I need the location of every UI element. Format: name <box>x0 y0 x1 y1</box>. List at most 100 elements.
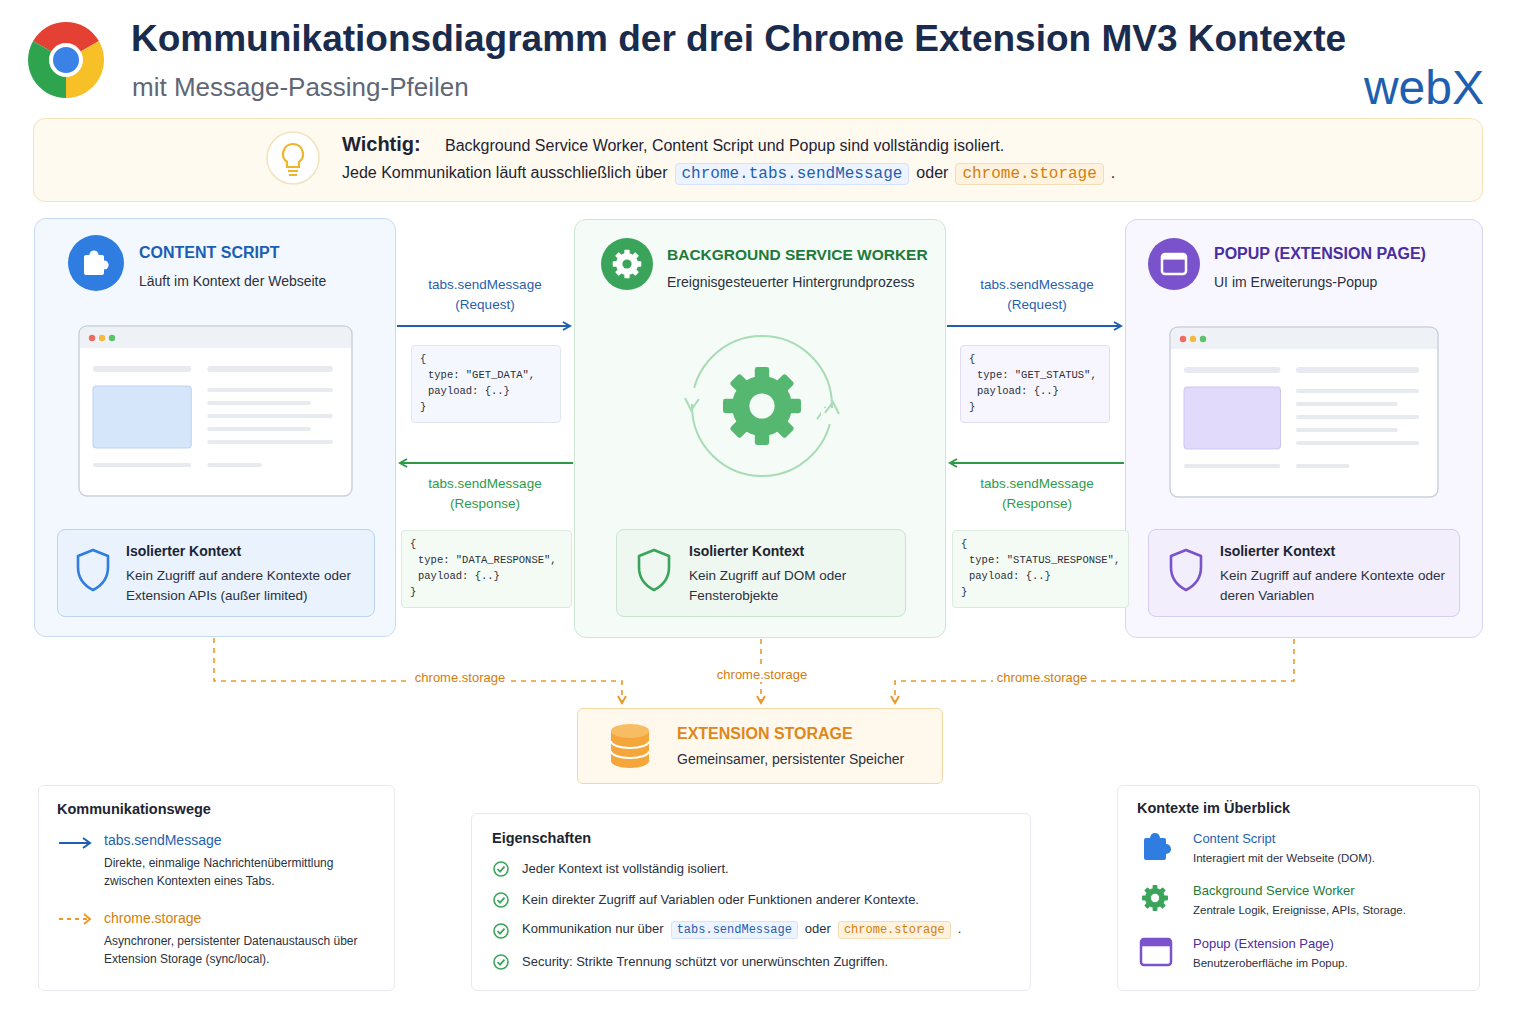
context-panel-illustration-part <box>1296 441 1419 445</box>
text-row: Kontexte im Überblick <box>1137 800 1290 816</box>
node-text: Kommunikation nur über <box>522 921 664 936</box>
node-text: chrome.storage <box>838 921 951 939</box>
node-text: payload: {..} <box>969 569 1051 583</box>
text-row: Direkte, einmalige Nachrichtenübermittlu… <box>104 854 364 890</box>
overview-card-illustration-part <box>1150 833 1160 843</box>
context-panel-illustration-part <box>685 390 831 420</box>
node-text: EXTENSION STORAGE <box>677 725 853 743</box>
context-panel-illustration-part <box>1171 328 1437 349</box>
node-text: Wichtig: <box>342 133 421 156</box>
text-row: type: "GET_STATUS", <box>977 368 1097 382</box>
node-text: Benutzeroberfläche im Popup. <box>1193 957 1348 969</box>
context-panel-illustration-part <box>1162 254 1186 260</box>
context-panel-illustration-part <box>1184 387 1280 449</box>
text-row: POPUP (EXTENSION PAGE) <box>1214 245 1426 263</box>
storage-connector <box>895 639 1294 703</box>
note-box-illustration-part <box>288 171 298 175</box>
legend-card-illustration-part <box>83 838 90 848</box>
edge-label: chrome.storage <box>411 670 509 685</box>
node-text: Kein Zugriff auf andere Kontexte oder de… <box>1220 566 1450 607</box>
text-row: Kein Zugriff auf andere Kontexte oder Ex… <box>126 566 366 607</box>
node-text: . <box>958 921 962 936</box>
properties-card-illustration-part <box>498 929 505 934</box>
node-text: Eigenschaften <box>492 830 591 846</box>
node-text: Direkte, einmalige Nachrichtenübermittlu… <box>104 854 364 890</box>
context-panel-illustration-part <box>1296 367 1419 373</box>
note-box-illustration <box>34 119 1484 203</box>
chrome-logo <box>28 22 104 98</box>
context-panel-illustration-part <box>1180 336 1186 342</box>
node-text: UI im Erweiterungs-Popup <box>1214 273 1377 292</box>
edge-label: tabs.sendMessage (Response) <box>973 474 1101 513</box>
node-text: } <box>420 400 426 414</box>
text-row: Eigenschaften <box>492 830 591 846</box>
context-panel-illustration-part <box>1148 238 1200 290</box>
node-text: Content Script <box>1193 831 1275 846</box>
edge-label: chrome.storage <box>713 667 811 682</box>
code-box: {type: "DATA_RESPONSE",payload: {..}} <box>401 530 572 608</box>
context-panel-illustration-part <box>207 401 311 405</box>
context-panel-illustration-part <box>692 336 832 476</box>
node-text: . <box>1111 164 1115 182</box>
note-box: Wichtig:Background Service Worker, Conte… <box>33 118 1483 202</box>
context-panel-illustration-part <box>616 253 638 275</box>
edge-label: chrome.storage <box>993 670 1091 685</box>
text-row: Läuft im Kontext der Webseite <box>139 272 384 291</box>
text-row: Kommunikationswege <box>57 801 211 817</box>
note-box-illustration-part <box>267 132 319 184</box>
context-panel-illustration-part <box>207 414 333 418</box>
text-row: Kein Zugriff auf DOM oder Fensterobjekte <box>689 566 894 607</box>
text-row: UI im Erweiterungs-Popup <box>1214 273 1464 292</box>
node-text: payload: {..} <box>428 384 510 398</box>
node-text: POPUP (EXTENSION PAGE) <box>1214 245 1426 263</box>
overview-card-illustration-part <box>1161 844 1171 854</box>
node-text: { <box>420 352 426 366</box>
context-panel-illustration-part <box>207 427 311 431</box>
node-text: Kein Zugriff auf DOM oder Fensterobjekte <box>689 566 894 607</box>
chrome-logo-part <box>53 47 79 73</box>
edge-label: tabs.sendMessage (Request) <box>973 275 1101 314</box>
node-text: Asynchroner, persistenter Datenaustausch… <box>104 932 364 968</box>
text-row: } <box>410 585 416 599</box>
text-row: Isolierter Kontext <box>689 543 804 559</box>
context-panel-illustration-part <box>93 366 191 372</box>
properties-card-illustration-part <box>498 867 505 872</box>
legend-card: KommunikationswegeDirekte, einmalige Nac… <box>38 785 395 991</box>
context-panel-illustration-part <box>89 250 98 259</box>
context-panel: CONTENT SCRIPTLäuft im Kontext der Webse… <box>34 218 396 637</box>
node-text: Gemeinsamer, persistenter Speicher <box>677 750 904 769</box>
isolation-box: Isolierter KontextKein Zugriff auf ander… <box>1148 529 1460 617</box>
edge-label: tabs.sendMessage (Request) <box>421 275 549 314</box>
brand-logo: webX <box>1364 60 1484 115</box>
storage-box: EXTENSION STORAGE Gemeinsamer, persistent… <box>577 708 943 784</box>
context-panel-illustration-part <box>89 335 95 341</box>
context-panel-illustration-part <box>207 388 333 392</box>
node-text: Interagiert mit der Webseite (DOM). <box>1193 852 1375 864</box>
text-row: Interagiert mit der Webseite (DOM). <box>1193 852 1463 864</box>
text-row: Content Script <box>1193 831 1275 846</box>
context-panel-illustration-part <box>1296 464 1350 468</box>
storage-box-illustration-part <box>611 741 649 758</box>
context-panel: BACKGROUND SERVICE WORKEREreignisgesteue… <box>574 219 946 638</box>
text-row: Security: Strikte Trennung schützt vor u… <box>522 954 888 969</box>
context-panel-illustration-part <box>1190 336 1196 342</box>
context-panel-illustration-part <box>1296 415 1419 419</box>
overview-card-illustration-part <box>1151 894 1159 902</box>
context-panel-illustration-part <box>93 463 191 467</box>
node-text: Jeder Kontext ist vollständig isoliert. <box>522 861 729 876</box>
node-text: type: "GET_STATUS", <box>977 368 1097 382</box>
node-text: } <box>961 585 967 599</box>
text-row: EXTENSION STORAGE <box>677 725 853 743</box>
legend-card-illustration-part <box>59 842 89 844</box>
context-panel-illustration-part <box>99 335 105 341</box>
context-panel: POPUP (EXTENSION PAGE) UI im Erweiterungs… <box>1125 219 1483 638</box>
text-row: payload: {..} <box>969 569 1051 583</box>
node-text: BACKGROUND SERVICE WORKER <box>667 246 928 264</box>
context-panel-illustration-part <box>1296 402 1398 406</box>
isolation-box: Isolierter KontextKein Zugriff auf ander… <box>57 529 375 617</box>
context-panel-illustration-part <box>1296 389 1419 393</box>
node-text: } <box>969 400 975 414</box>
text-row: Wichtig: <box>342 133 421 156</box>
node-text: Kommunikationswege <box>57 801 211 817</box>
context-panel-illustration-part <box>1296 428 1398 432</box>
